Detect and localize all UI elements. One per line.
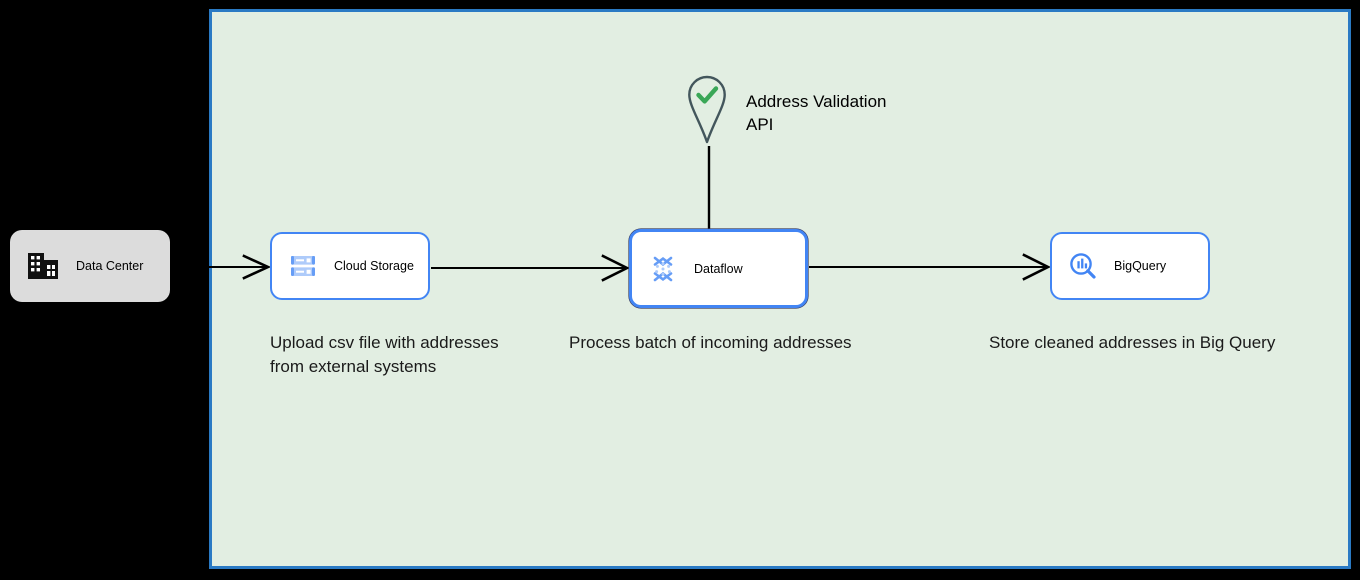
- data-center-icon: [28, 253, 58, 279]
- node-address-validation-api-label: Address Validation API: [746, 92, 887, 134]
- dataflow-icon: [653, 256, 673, 281]
- node-bigquery-label: BigQuery: [1114, 259, 1167, 273]
- caption-bigquery: Store cleaned addresses in Big Query: [989, 333, 1276, 352]
- node-cloud-storage-label: Cloud Storage: [334, 259, 414, 273]
- caption-cloud-storage: Upload csv file with addresses from exte…: [270, 333, 499, 376]
- location-pin-check-icon: [688, 75, 726, 144]
- node-data-center[interactable]: Data Center: [10, 230, 170, 302]
- cloud-storage-icon: [291, 256, 315, 276]
- node-dataflow[interactable]: Dataflow: [629, 229, 808, 308]
- node-cloud-storage[interactable]: Cloud Storage: [270, 232, 430, 300]
- node-address-validation-api[interactable]: Address Validation API: [686, 74, 887, 146]
- node-dataflow-label: Dataflow: [694, 261, 743, 276]
- caption-dataflow: Process batch of incoming addresses: [569, 333, 852, 352]
- bigquery-icon: [1070, 253, 1096, 279]
- node-data-center-label: Data Center: [76, 259, 144, 273]
- node-bigquery[interactable]: BigQuery: [1050, 232, 1210, 300]
